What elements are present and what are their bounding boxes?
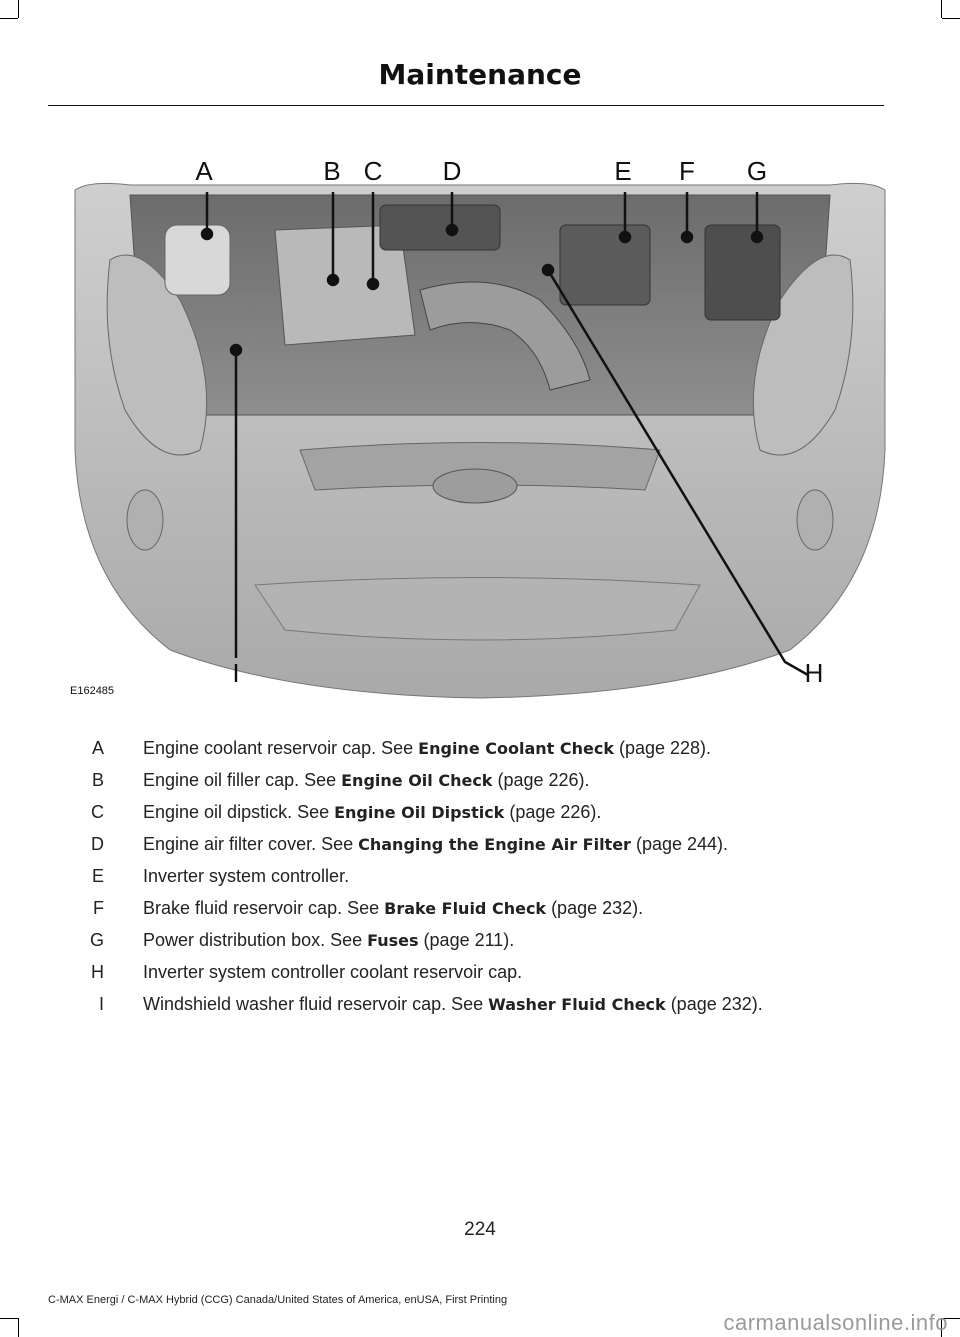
title-rule <box>48 105 884 106</box>
grille <box>299 442 661 491</box>
footer-text: C-MAX Energi / C-MAX Hybrid (CCG) Canada… <box>48 1294 508 1306</box>
crop-mark <box>942 1318 960 1319</box>
legend-description: Engine air filter cover. See Changing th… <box>143 833 729 854</box>
air-filter-box <box>379 204 501 251</box>
cross-reference-link[interactable]: Engine Oil Dipstick <box>334 802 505 822</box>
callout-e: E <box>614 156 631 186</box>
left-fog-light <box>126 489 164 551</box>
intake-pipe <box>419 281 591 391</box>
callout-c: C <box>364 156 383 186</box>
right-fog-light <box>796 489 834 551</box>
cross-reference-link[interactable]: Changing the Engine Air Filter <box>358 834 631 854</box>
legend-item: H Inverter system controller coolant res… <box>64 956 904 988</box>
legend-description: Inverter system controller coolant reser… <box>143 961 523 982</box>
callout-legend: A Engine coolant reservoir cap. See Engi… <box>64 732 904 1020</box>
legend-description: Engine coolant reservoir cap. See Engine… <box>143 737 712 758</box>
cross-reference-link[interactable]: Engine Oil Check <box>341 770 493 790</box>
inverter-box <box>559 224 651 306</box>
figure-code: E162485 <box>70 685 114 697</box>
coolant-reservoir <box>164 224 231 296</box>
page-title: Maintenance <box>378 58 582 91</box>
legend-letter: E <box>91 865 104 886</box>
legend-item: F Brake fluid reservoir cap. See Brake F… <box>64 892 904 924</box>
legend-item: C Engine oil dipstick. See Engine Oil Di… <box>64 796 904 828</box>
legend-letter: B <box>91 769 104 790</box>
crop-mark <box>18 1318 19 1337</box>
cross-reference-link[interactable]: Engine Coolant Check <box>418 738 614 758</box>
power-distribution-box <box>704 224 781 321</box>
legend-letter: A <box>91 737 104 758</box>
legend-description: Inverter system controller. <box>143 865 350 886</box>
lower-intake <box>254 577 701 641</box>
legend-description: Windshield washer fluid reservoir cap. S… <box>143 993 763 1014</box>
callout-i: I <box>232 658 239 688</box>
crop-mark <box>0 18 18 19</box>
callout-g: G <box>747 156 767 186</box>
legend-letter: D <box>91 833 104 854</box>
legend-item: D Engine air filter cover. See Changing … <box>64 828 904 860</box>
cross-reference-link[interactable]: Brake Fluid Check <box>384 898 547 918</box>
crop-mark <box>941 0 942 18</box>
engine-compartment-figure: A B C D E F G H I E162485 <box>70 150 890 705</box>
legend-item: G Power distribution box. See Fuses (pag… <box>64 924 904 956</box>
crop-mark <box>18 0 19 18</box>
legend-description: Engine oil dipstick. See Engine Oil Dips… <box>143 801 602 822</box>
engine-compartment-illustration: A B C D E F G H I E162485 <box>70 156 886 699</box>
legend-item: B Engine oil filler cap. See Engine Oil … <box>64 764 904 796</box>
legend-item: E Inverter system controller. <box>64 860 904 892</box>
legend-letter: G <box>89 929 104 950</box>
legend-letter: I <box>98 993 104 1014</box>
legend-description: Power distribution box. See Fuses (page … <box>143 929 515 950</box>
legend-description: Brake fluid reservoir cap. See Brake Flu… <box>143 897 644 918</box>
legend-item: A Engine coolant reservoir cap. See Engi… <box>64 732 904 764</box>
legend-letter: F <box>93 897 104 918</box>
legend-description: Engine oil filler cap. See Engine Oil Ch… <box>143 769 590 790</box>
callout-d: D <box>443 156 462 186</box>
legend-letter: C <box>91 801 104 822</box>
callout-f: F <box>679 156 695 186</box>
callout-b: B <box>323 156 340 186</box>
engine-cover <box>274 224 416 346</box>
crop-mark <box>941 1318 942 1337</box>
cross-reference-link[interactable]: Washer Fluid Check <box>488 994 666 1014</box>
crop-mark <box>0 1318 18 1319</box>
legend-item: I Windshield washer fluid reservoir cap.… <box>64 988 904 1020</box>
badge-oval <box>432 468 518 504</box>
crop-mark <box>942 18 960 19</box>
cross-reference-link[interactable]: Fuses <box>367 930 419 950</box>
callout-a: A <box>195 156 213 186</box>
page-number: 224 <box>464 1219 496 1240</box>
watermark: carmanualsonline.info <box>723 1310 948 1335</box>
legend-letter: H <box>91 961 104 982</box>
callout-h: H <box>805 658 824 688</box>
